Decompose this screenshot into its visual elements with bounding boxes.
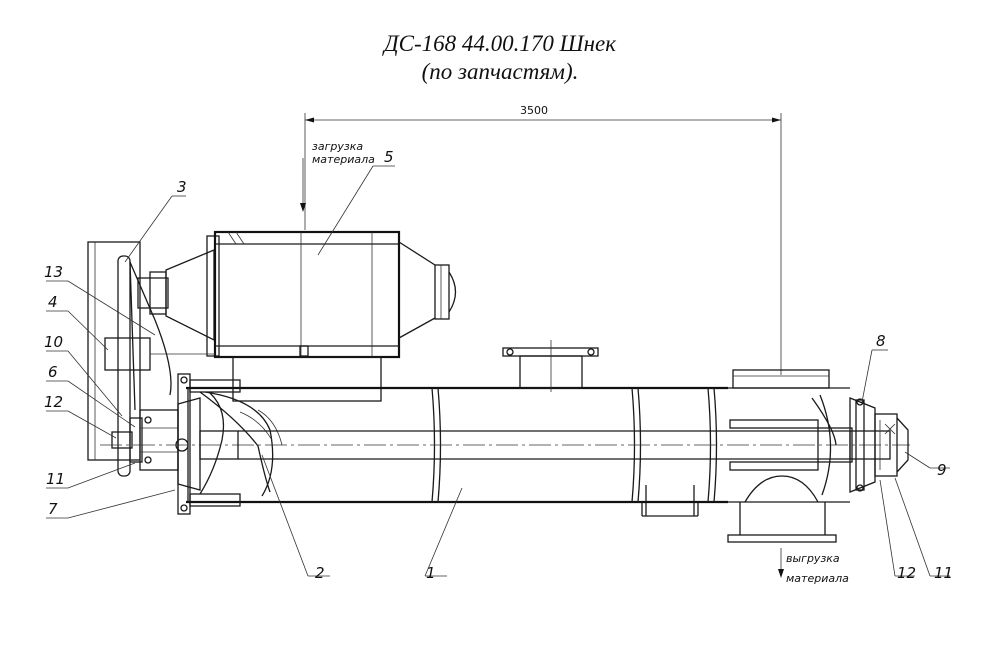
auger-shaft <box>100 430 910 460</box>
unloading-label-2: материала <box>786 572 849 585</box>
leader-lines <box>46 165 950 577</box>
feed-section <box>177 373 283 515</box>
callout-9: 9 <box>937 461 947 479</box>
loading-note: загрузка материала <box>300 140 375 212</box>
loading-label-2: материала <box>312 153 375 166</box>
callout-7: 7 <box>48 500 58 518</box>
motor-reducer <box>137 230 457 402</box>
drive-frame <box>87 241 141 477</box>
belt-drive <box>104 261 215 411</box>
dimension-value: 3500 <box>520 104 548 117</box>
callout-4: 4 <box>48 293 58 311</box>
callout-2: 2 <box>315 564 325 582</box>
callout-12-left: 12 <box>44 393 63 411</box>
unloading-note: выгрузка материала <box>778 548 849 585</box>
callout-8: 8 <box>876 332 886 350</box>
callout-5: 5 <box>384 148 394 166</box>
dimension-3500: 3500 <box>304 104 782 375</box>
discharge-section <box>727 369 909 543</box>
callout-1: 1 <box>426 564 436 582</box>
auger-trough <box>186 340 728 517</box>
callout-11-left: 11 <box>46 470 65 488</box>
callout-numbers: 3 5 13 4 10 6 12 11 7 2 1 8 9 12 11 <box>44 148 953 582</box>
loading-label-1: загрузка <box>312 140 363 153</box>
callout-6: 6 <box>48 363 58 381</box>
callout-10: 10 <box>44 333 63 351</box>
callout-11-right: 11 <box>934 564 953 582</box>
drawing-subtitle: (по запчастям). <box>421 59 579 84</box>
callout-12-right: 12 <box>897 564 916 582</box>
drawing-title: ДС-168 44.00.170 Шнек <box>384 31 616 56</box>
unloading-label-1: выгрузка <box>786 552 840 565</box>
left-bearing <box>111 397 201 491</box>
callout-13: 13 <box>44 263 63 281</box>
callout-3: 3 <box>177 178 187 196</box>
